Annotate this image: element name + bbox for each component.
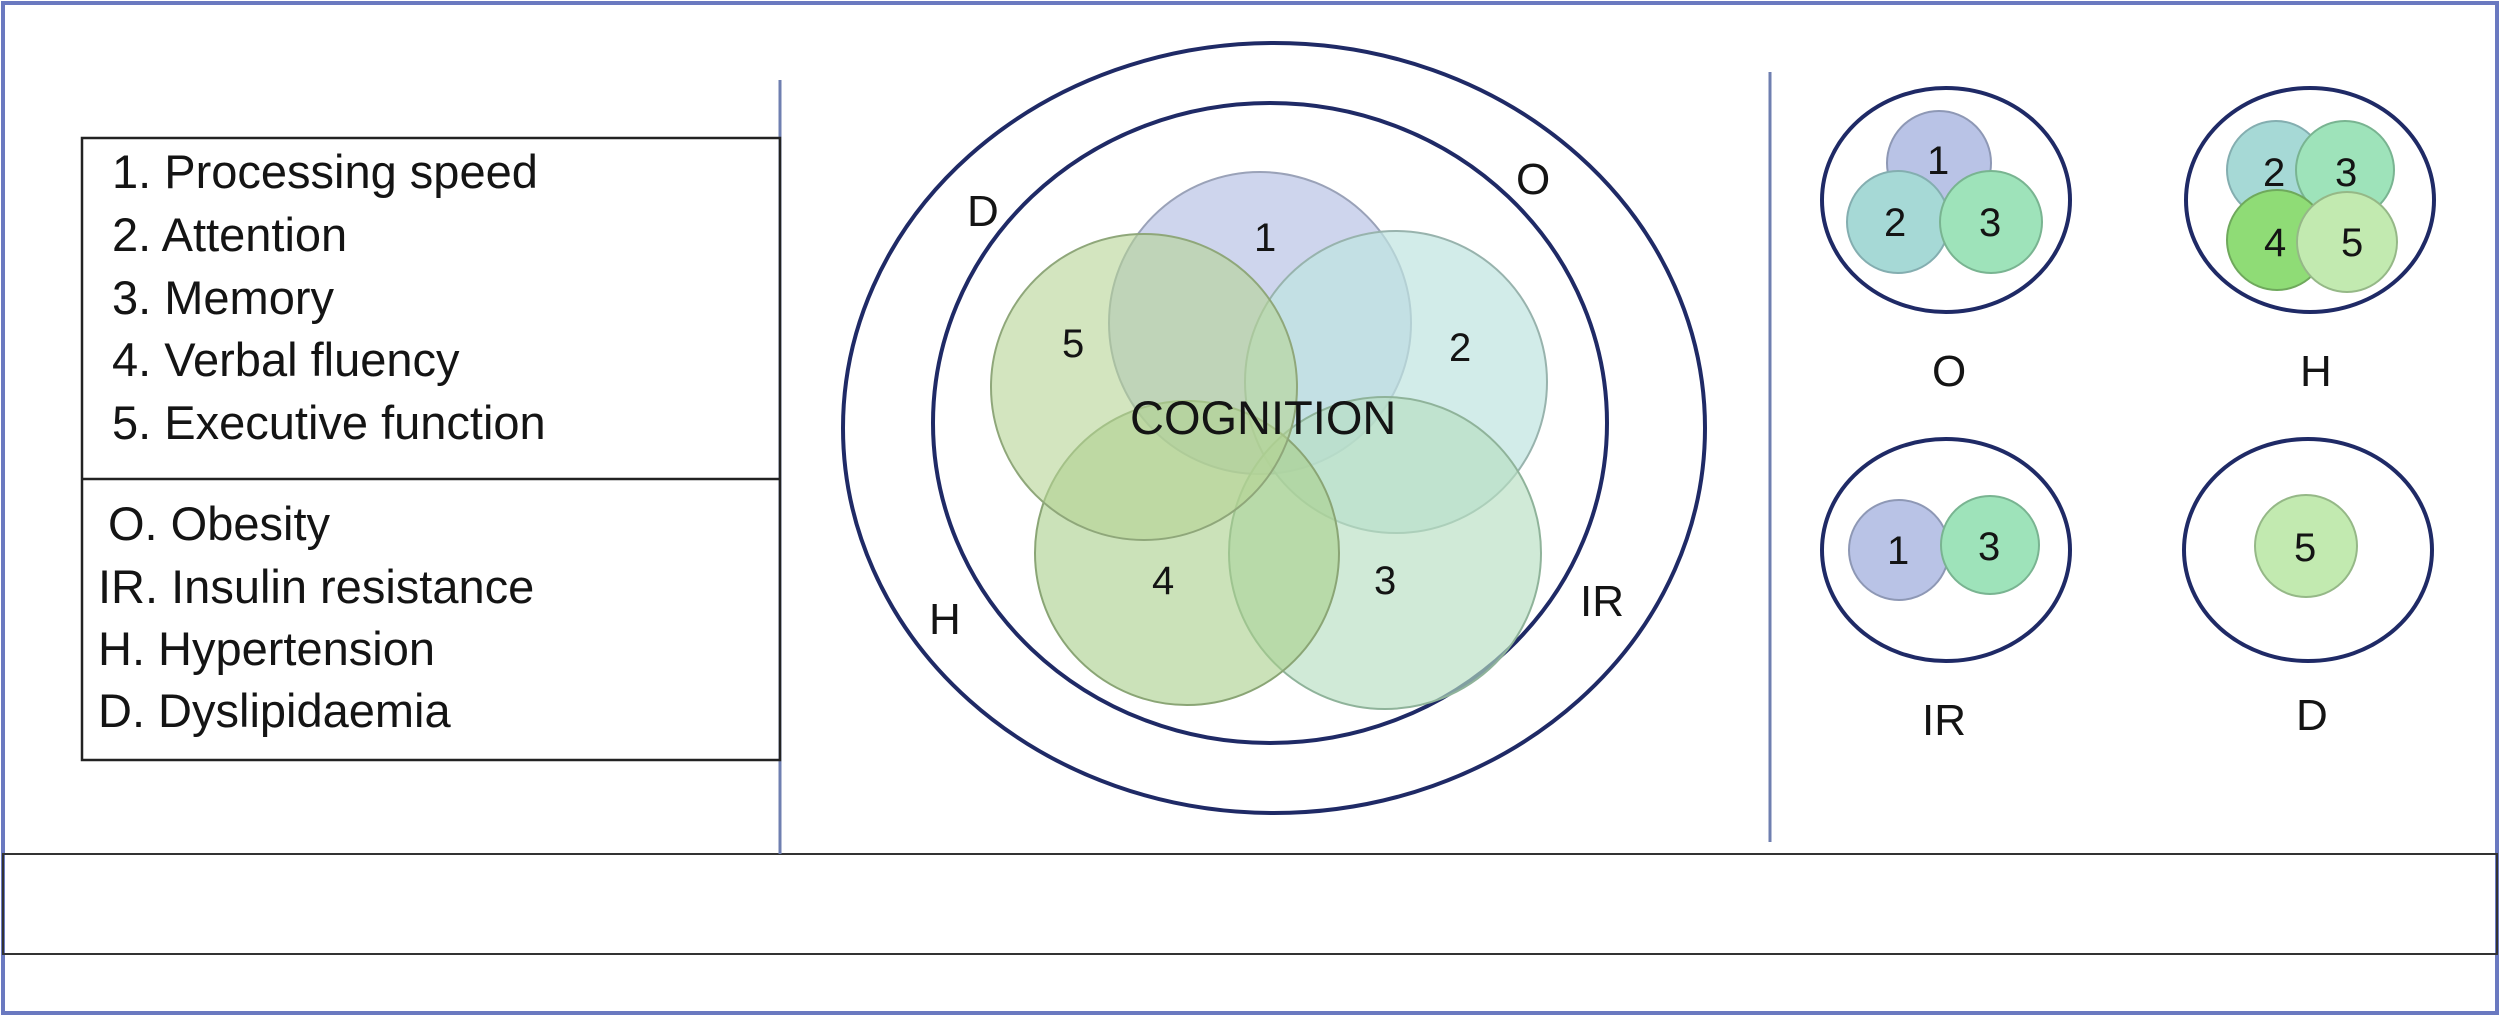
small-h-label: H bbox=[2300, 347, 2332, 396]
legend-condition-ir: IR. Insulin resistance bbox=[98, 560, 534, 613]
legend-condition-h: H. Hypertension bbox=[98, 622, 435, 675]
small-o-circle-3 bbox=[1939, 170, 2043, 274]
domain-circle-5 bbox=[990, 233, 1298, 541]
small-ring-o bbox=[1820, 86, 2072, 314]
legend-box bbox=[80, 136, 782, 762]
ring-label-ir: IR bbox=[1580, 577, 1624, 626]
ring-label-h: H bbox=[929, 595, 961, 644]
legend-domain-3: 3. Memory bbox=[112, 271, 334, 324]
legend-domain-4: 4. Verbal fluency bbox=[112, 333, 460, 386]
small-ir-label: IR bbox=[1922, 696, 1966, 745]
small-diagram-ir: 1 3 IR bbox=[1820, 437, 2072, 745]
small-ring-ir bbox=[1820, 437, 2072, 663]
small-diagram-o: 1 2 3 O bbox=[1820, 86, 2072, 396]
domain-number-1: 1 bbox=[1254, 216, 1276, 260]
small-h-num-4: 4 bbox=[2264, 221, 2286, 265]
small-ring-d bbox=[2182, 437, 2434, 663]
small-o-num-2: 2 bbox=[1884, 201, 1906, 245]
legend-domain-5: 5. Executive function bbox=[112, 396, 546, 449]
domain-number-2: 2 bbox=[1449, 326, 1471, 370]
small-d-num-5: 5 bbox=[2294, 526, 2316, 570]
outer-ring bbox=[841, 41, 1707, 815]
small-o-num-3: 3 bbox=[1979, 201, 2001, 245]
small-h-num-2: 2 bbox=[2263, 151, 2285, 195]
ring-label-o: O bbox=[1516, 155, 1550, 204]
small-d-label: D bbox=[2296, 691, 2328, 740]
small-h-num-3: 3 bbox=[2335, 151, 2357, 195]
small-diagram-h: 2 3 4 5 H bbox=[2184, 86, 2436, 396]
small-o-label: O bbox=[1932, 347, 1966, 396]
domain-number-4: 4 bbox=[1152, 559, 1174, 603]
domain-number-5: 5 bbox=[1062, 322, 1084, 366]
small-diagram-d: 5 D bbox=[2182, 437, 2434, 740]
ring-label-d: D bbox=[967, 187, 999, 236]
legend: 1. Processing speed 2. Attention 3. Memo… bbox=[80, 136, 782, 762]
main-diagram: 1 2 3 4 5 COGNITION D O H IR bbox=[841, 41, 1707, 815]
legend-domain-1: 1. Processing speed bbox=[112, 145, 538, 198]
legend-condition-o: O. Obesity bbox=[108, 497, 331, 550]
small-ring-h bbox=[2184, 86, 2436, 314]
legend-domain-2: 2. Attention bbox=[112, 208, 347, 261]
domain-number-3: 3 bbox=[1374, 559, 1396, 603]
small-d-circle-5 bbox=[2254, 494, 2358, 598]
small-ir-num-3: 3 bbox=[1978, 525, 2000, 569]
small-ir-circle-3 bbox=[1940, 495, 2040, 595]
legend-condition-d: D. Dyslipidaemia bbox=[98, 684, 451, 737]
small-o-num-1: 1 bbox=[1927, 139, 1949, 183]
inner-ring bbox=[931, 101, 1609, 745]
small-ir-num-1: 1 bbox=[1887, 529, 1909, 573]
bottom-band bbox=[2, 853, 2498, 955]
cognition-label: COGNITION bbox=[1130, 391, 1396, 444]
small-h-circle-5 bbox=[2296, 191, 2398, 293]
small-h-num-5: 5 bbox=[2341, 221, 2363, 265]
